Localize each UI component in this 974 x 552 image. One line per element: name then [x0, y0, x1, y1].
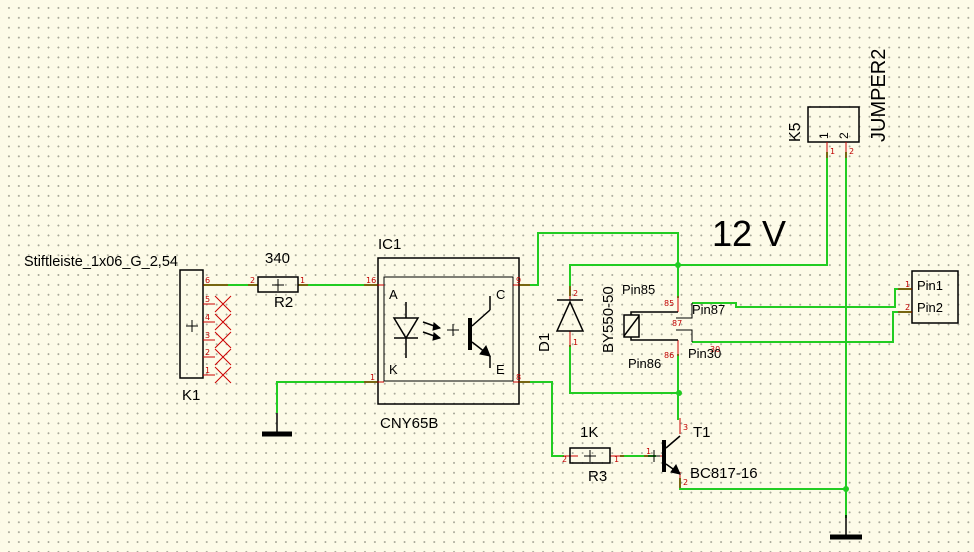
t1-symbol — [662, 435, 681, 475]
relay-num30: 30 — [710, 345, 720, 354]
t1-origin-cross — [648, 450, 660, 462]
relay-pin30-label: Pin30 — [688, 346, 721, 361]
d1-part-name: BY550-50 — [600, 286, 617, 353]
ic1-phototransistor-symbol — [468, 296, 491, 368]
r3-pin-a: 2 — [562, 455, 567, 464]
k5-pin1-num: 1 — [830, 147, 835, 156]
jumper-k5[interactable]: 1 2 1 2 K5 JUMPER2 — [787, 49, 890, 158]
r3-pin-b: 1 — [614, 455, 619, 464]
k1-pin-lines — [203, 284, 232, 384]
ic1-inner-box — [383, 276, 514, 382]
k5-part-name: JUMPER2 — [868, 49, 890, 142]
relay-coil-symbol — [623, 311, 678, 341]
output-num2: 2 — [905, 303, 910, 312]
relay[interactable]: 85 87 30 86 Pin85 Pin86 Pin87 Pin30 — [622, 282, 725, 371]
k5-body — [807, 106, 860, 143]
r2-body — [257, 276, 299, 293]
voltage-label: 12 V — [712, 213, 786, 254]
t1-pin-c: 3 — [683, 423, 688, 432]
d1-ref: D1 — [536, 333, 553, 352]
d1-pin-top: 2 — [573, 289, 578, 298]
k1-part-name: Stiftleiste_1x06_G_2,54 — [24, 254, 178, 270]
ic1-origin-cross — [447, 324, 459, 336]
wire-ic1c-plus12v — [518, 232, 679, 286]
ic1-ref: IC1 — [378, 236, 401, 253]
junction-dot — [676, 390, 682, 396]
ic1-part-name: CNY65B — [380, 415, 438, 432]
relay-switch-symbol — [676, 303, 693, 342]
ground-symbol-left — [262, 413, 292, 437]
k1-pin-number: 1 — [205, 366, 210, 375]
wire-d1-bottom — [569, 345, 679, 394]
wire-ic1e-r3 — [518, 381, 564, 457]
resistor-r2[interactable]: 340 2 1 R2 — [248, 250, 308, 311]
wire-pin87 — [692, 288, 912, 308]
t1-pin-b: 1 — [646, 447, 651, 456]
r2-ref: R2 — [274, 294, 293, 311]
output-connector-body — [911, 270, 959, 324]
resistor-r3[interactable]: 1K 2 1 R3 — [562, 424, 624, 485]
connector-k1[interactable]: Stiftleiste_1x06_G_2,54 6 5 4 3 2 1 K1 — [24, 254, 232, 404]
r3-ref: R3 — [588, 468, 607, 485]
r3-value: 1K — [580, 424, 598, 441]
ic1-pin-k: 1 — [370, 373, 375, 382]
r2-value: 340 — [265, 250, 290, 267]
k1-origin-cross — [186, 320, 198, 332]
relay-num85: 85 — [664, 299, 674, 308]
wire-plus12v-k5 — [678, 152, 828, 266]
ic1-label-anode: A — [389, 287, 398, 302]
k1-ref: K1 — [182, 387, 200, 404]
output-pin2-label: Pin2 — [917, 300, 943, 315]
ic1-label-cathode: K — [389, 362, 398, 377]
k5-ref: K5 — [787, 122, 804, 142]
k1-pin-number: 3 — [205, 331, 210, 340]
relay-num87: 87 — [672, 319, 682, 328]
output-num1: 1 — [905, 280, 910, 289]
r2-pin-b: 1 — [300, 276, 305, 285]
junction-dot — [675, 262, 681, 268]
k1-pin-number: 6 — [205, 276, 210, 285]
k1-body — [179, 269, 204, 379]
t1-pin-e: 2 — [683, 478, 688, 487]
t1-part-name: BC817-16 — [690, 465, 758, 482]
k5-pin2-label: 2 — [837, 132, 851, 139]
k1-pin-number: 4 — [205, 313, 210, 322]
ic1-pin-e: 8 — [516, 373, 521, 382]
r2-pin-a: 2 — [250, 276, 255, 285]
ic1-outline — [377, 257, 520, 405]
ground-symbol-right — [830, 515, 862, 540]
ic1-led-symbol — [392, 302, 442, 358]
ic1-label-emitter: E — [496, 362, 505, 377]
k1-pin-number: 2 — [205, 348, 210, 357]
optocoupler-ic1[interactable]: IC1 16 1 9 8 A K C E — [364, 236, 530, 432]
k5-pin2-num: 2 — [849, 147, 854, 156]
ic1-label-collector: C — [496, 287, 505, 302]
d1-pin-bottom: 1 — [573, 338, 578, 347]
t1-ref: T1 — [693, 424, 711, 441]
wire-ic1k-gnd — [276, 381, 378, 413]
junction-dot — [843, 486, 849, 492]
wire-d1-top — [569, 264, 678, 296]
k1-pin-number: 5 — [205, 295, 210, 304]
output-connector[interactable]: 1 2 Pin1 Pin2 — [898, 270, 959, 324]
d1-symbol — [555, 299, 585, 332]
ic1-pin-a: 16 — [366, 276, 376, 285]
r3-body — [569, 447, 611, 464]
ic1-pin-c: 9 — [516, 276, 521, 285]
relay-pin87-label: Pin87 — [692, 302, 725, 317]
relay-pin86-label: Pin86 — [628, 356, 661, 371]
transistor-t1[interactable]: 3 1 2 T1 BC817-16 — [644, 418, 758, 488]
relay-pin85-label: Pin85 — [622, 282, 655, 297]
k5-pin1-label: 1 — [817, 132, 831, 139]
diode-d1[interactable]: 2 1 D1 BY550-50 — [536, 286, 617, 353]
output-pin1-label: Pin1 — [917, 278, 943, 293]
junction-dots — [675, 262, 849, 492]
wires — [203, 152, 912, 518]
relay-num86: 86 — [664, 351, 674, 360]
